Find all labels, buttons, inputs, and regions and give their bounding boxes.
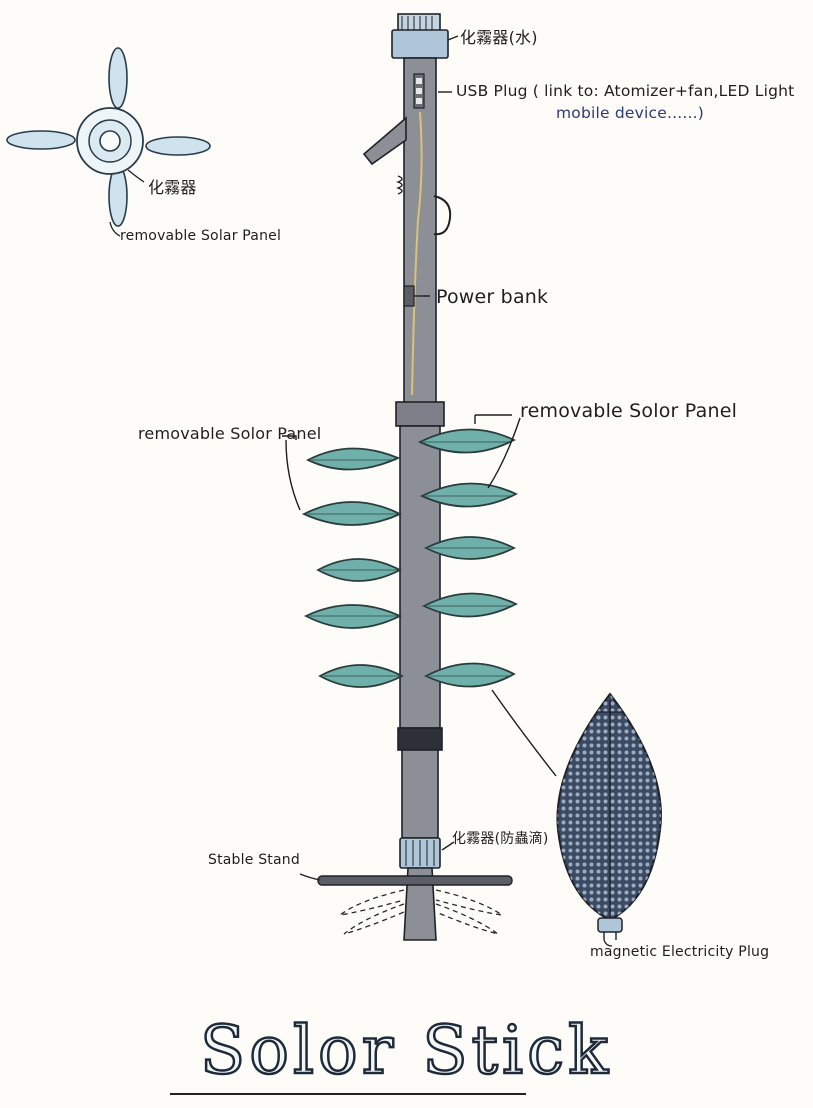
usb-plug-label-2: mobile device......) bbox=[556, 104, 704, 122]
stick-body bbox=[364, 14, 450, 940]
atomizer-repellent-label: 化霧器(防蟲滴) bbox=[452, 828, 549, 848]
removable-solor-panel-left-label: removable Solor Panel bbox=[138, 424, 321, 443]
removable-solor-panel-right-label: removable Solor Panel bbox=[520, 400, 737, 422]
large-solar-panel bbox=[557, 694, 661, 946]
usb-plug-label: USB Plug ( link to: Atomizer+fan,LED Lig… bbox=[456, 82, 794, 100]
page-title: Solor Stick bbox=[200, 1012, 612, 1089]
atomizer-water-label: 化霧器(水) bbox=[460, 24, 538, 48]
power-bank-label: Power bank bbox=[436, 286, 548, 308]
fan-topview-icon bbox=[7, 48, 210, 236]
removable-solar-panel-topview-label: removable Solar Panel bbox=[120, 228, 281, 244]
atomizer-topview-label: 化霧器 bbox=[148, 174, 197, 198]
stable-stand-label: Stable Stand bbox=[208, 852, 300, 868]
magnetic-plug-label: magnetic Electricity Plug bbox=[590, 944, 769, 960]
title-underline bbox=[170, 1093, 526, 1095]
